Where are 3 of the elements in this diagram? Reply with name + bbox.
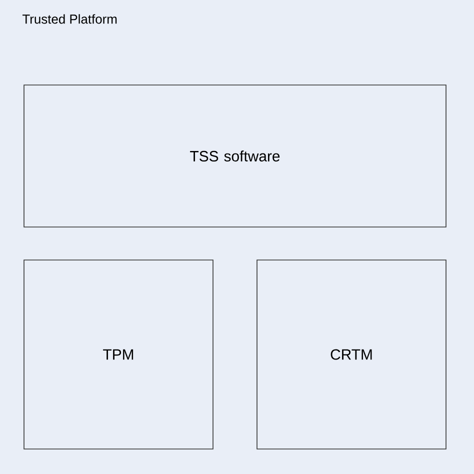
component-box: CRTM: [256, 260, 446, 450]
component-box: TPM: [24, 260, 214, 450]
component-box: TSS software: [24, 84, 446, 228]
